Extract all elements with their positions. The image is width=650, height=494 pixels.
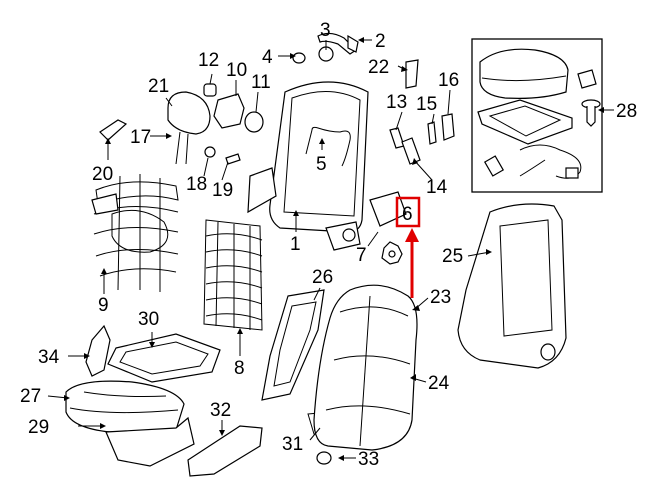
callouts: 1 2 3 4 5 6 7 8 9 10 11 12 13 14 15 16 1… (20, 20, 637, 470)
callout-12: 12 (198, 50, 219, 71)
callout-31: 31 (282, 434, 303, 455)
clip (316, 451, 332, 465)
callout-30: 30 (138, 309, 159, 330)
bolt (204, 146, 216, 158)
side-bracket (85, 324, 111, 377)
callout-13: 13 (386, 92, 407, 113)
trim-16 (441, 113, 455, 141)
callout-6: 6 (402, 204, 413, 225)
seat-back-frame (247, 81, 369, 251)
callout-16: 16 (438, 70, 459, 91)
screw (225, 153, 241, 165)
callout-7: 7 (356, 245, 367, 266)
callout-20: 20 (92, 164, 113, 185)
nut (292, 52, 306, 64)
callout-29: 29 (28, 417, 49, 438)
spring-panel (203, 219, 263, 331)
trim-14 (401, 137, 421, 165)
callout-22: 22 (368, 57, 389, 78)
callout-15: 15 (416, 94, 437, 115)
highlight-arrowhead (405, 228, 419, 242)
trim-15 (427, 121, 437, 145)
callout-8: 8 (234, 358, 245, 379)
callout-10: 10 (226, 60, 247, 81)
callout-14: 14 (426, 177, 448, 198)
back-panel (457, 203, 567, 369)
callout-25: 25 (442, 246, 463, 267)
guide-sleeve (203, 83, 217, 97)
cable (305, 126, 351, 167)
trim-13 (389, 127, 405, 149)
callout-26: 26 (312, 267, 333, 288)
seat-back-cover (313, 284, 418, 451)
callout-19: 19 (212, 180, 233, 201)
highlight-box (395, 196, 421, 228)
callout-9: 9 (98, 295, 109, 316)
callout-5: 5 (316, 154, 327, 175)
callout-28: 28 (616, 101, 637, 122)
bracket (99, 119, 128, 141)
callout-21: 21 (148, 76, 169, 97)
callout-11: 11 (251, 72, 271, 93)
callout-18: 18 (186, 174, 207, 195)
callout-17: 17 (130, 127, 151, 148)
callout-23: 23 (430, 287, 451, 308)
callout-34: 34 (38, 347, 60, 368)
callout-3: 3 (320, 20, 331, 41)
heater-mat-back (261, 289, 325, 401)
callout-33: 33 (358, 449, 379, 470)
callout-32: 32 (210, 400, 231, 421)
knob (244, 111, 264, 133)
lumbar-support (91, 174, 179, 292)
guide-housing (213, 93, 245, 129)
release-lever (317, 32, 357, 55)
cushion-side-trim (105, 416, 195, 467)
leader-arrowheads (64, 37, 604, 461)
callout-1: 1 (290, 234, 301, 255)
callout-2: 2 (375, 31, 386, 52)
callout-24: 24 (428, 373, 450, 394)
callout-4: 4 (262, 47, 273, 68)
trim-panel-32 (187, 425, 263, 477)
seat-cushion (65, 380, 185, 433)
cushion-pan (107, 333, 221, 383)
headrest (167, 91, 211, 165)
callout-27: 27 (20, 386, 41, 407)
strut (405, 59, 419, 89)
inset-box (471, 38, 603, 193)
pushpin-clip (581, 99, 601, 127)
bracket-2 (347, 34, 359, 53)
